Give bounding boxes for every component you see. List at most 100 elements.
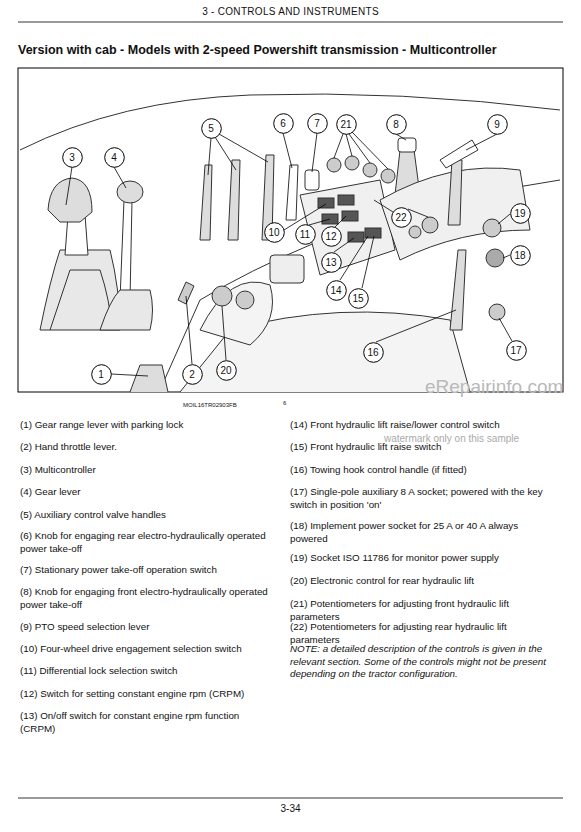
callout-ring — [264, 222, 284, 242]
legend-item: (13) On/off switch for constant engine r… — [20, 710, 272, 735]
callout-ring — [506, 340, 526, 360]
legend-item: (9) PTO speed selection lever — [20, 621, 272, 634]
callout-circle: 22 — [391, 207, 412, 228]
callout-number: 6 — [273, 113, 294, 134]
callout-number: 16 — [363, 342, 384, 363]
legend-item: (11) Differential lock selection switch — [20, 665, 272, 678]
callout-number: 15 — [348, 288, 369, 309]
section-heading: Version with cab - Models with 2-speed P… — [18, 43, 568, 57]
callout-ring — [104, 147, 124, 167]
leader-lines — [66, 132, 512, 376]
legend-item: (14) Front hydraulic lift raise/lower co… — [290, 419, 558, 432]
callout-number: 18 — [510, 245, 531, 266]
callout-number: 22 — [391, 207, 412, 228]
callout-circle: 19 — [510, 203, 531, 224]
legend-item: (19) Socket ISO 11786 for monitor power … — [290, 552, 558, 565]
callout-ring — [363, 342, 383, 362]
callout-number: 12 — [321, 226, 342, 247]
page-number: 3-34 — [0, 803, 581, 816]
callout-circle: 13 — [321, 252, 342, 273]
callout-circle: 2 — [182, 364, 203, 385]
page-header: 3 - CONTROLS AND INSTRUMENTS — [0, 6, 581, 19]
callout-circle: 10 — [264, 222, 285, 243]
callout-ring — [91, 364, 111, 384]
callout-number: 5 — [201, 118, 222, 139]
callout-circle: 5 — [201, 118, 222, 139]
callout-circle: 9 — [487, 114, 508, 135]
callout-number: 8 — [386, 114, 407, 135]
legend-item: (5) Auxiliary control valve handles — [20, 509, 272, 522]
callout-circle: 7 — [307, 113, 328, 134]
figure-number: 6 — [283, 397, 303, 410]
legend-item: (4) Gear lever — [20, 486, 272, 499]
callout-ring — [273, 113, 293, 133]
callout-ring — [386, 114, 406, 134]
callout-ring — [326, 280, 346, 300]
watermark-note: watermark only on this sample — [384, 433, 564, 446]
callout-circle: 1 — [91, 364, 112, 385]
legend-item: (12) Switch for setting constant engine … — [20, 688, 272, 701]
callout-circle: 21 — [336, 114, 357, 135]
callout-number: 21 — [336, 114, 357, 135]
callout-ring — [391, 207, 411, 227]
callout-ring — [510, 203, 530, 223]
callout-ring — [307, 113, 327, 133]
callout-circle: 18 — [510, 245, 531, 266]
callout-circle: 15 — [348, 288, 369, 309]
callout-ring — [201, 118, 221, 138]
legend-item: (22) Potentiometers for adjusting rear h… — [290, 621, 558, 646]
callout-ring — [295, 224, 315, 244]
footer-rule — [18, 798, 563, 799]
callout-number: 13 — [321, 252, 342, 273]
figure-frame — [18, 68, 563, 392]
callout-number: 19 — [510, 203, 531, 224]
legend-item: (20) Electronic control for rear hydraul… — [290, 575, 558, 588]
legend-item: (7) Stationary power take-off operation … — [20, 564, 272, 577]
legend-item: (8) Knob for engaging front electro-hydr… — [20, 586, 272, 611]
legend-item: (3) Multicontroller — [20, 464, 272, 477]
callout-circle: 12 — [321, 226, 342, 247]
callout-number: 17 — [506, 340, 527, 361]
callout-number: 2 — [182, 364, 203, 385]
callout-number: 14 — [326, 280, 347, 301]
callout-ring — [487, 114, 507, 134]
legend-item: (18) Implement power socket for 25 A or … — [290, 520, 558, 545]
callout-number: 1 — [91, 364, 112, 385]
callout-circle: 17 — [506, 340, 527, 361]
callout-number: 4 — [104, 147, 125, 168]
legend-item: (1) Gear range lever with parking lock — [20, 419, 272, 432]
callout-ring — [182, 364, 202, 384]
callout-number: 20 — [216, 360, 237, 381]
header-rule — [18, 22, 563, 23]
callout-ring — [336, 114, 356, 134]
watermark: eRepairinfo.com — [425, 381, 575, 394]
callout-ring — [62, 147, 82, 167]
callout-number: 11 — [295, 224, 316, 245]
callout-circle: 16 — [363, 342, 384, 363]
cab-drawing — [20, 94, 560, 392]
legend-item: (6) Knob for engaging rear electro-hydra… — [20, 530, 272, 555]
callout-ring — [321, 252, 341, 272]
callout-circle: 14 — [326, 280, 347, 301]
callout-circle: 6 — [273, 113, 294, 134]
callout-number: 3 — [62, 147, 83, 168]
note-text: NOTE: a detailed description of the cont… — [290, 643, 558, 681]
callout-ring — [510, 245, 530, 265]
legend-item: (17) Single-pole auxiliary 8 A socket; p… — [290, 486, 558, 511]
callout-circle: 20 — [216, 360, 237, 381]
callout-circle: 8 — [386, 114, 407, 135]
callout-circle: 4 — [104, 147, 125, 168]
legend-item: (16) Towing hook control handle (if fitt… — [290, 464, 558, 477]
callout-number: 7 — [307, 113, 328, 134]
callout-number: 10 — [264, 222, 285, 243]
legend-item: (21) Potentiometers for adjusting front … — [290, 598, 558, 623]
legend-item: (2) Hand throttle lever. — [20, 441, 272, 454]
callout-ring — [348, 288, 368, 308]
callout-number: 9 — [487, 114, 508, 135]
callout-circle: 11 — [295, 224, 316, 245]
figure-code: MOIL16TR02903FB — [183, 399, 263, 412]
legend-item: (10) Four-wheel drive engagement selecti… — [20, 643, 272, 656]
callout-circle: 3 — [62, 147, 83, 168]
callout-ring — [321, 226, 341, 246]
callout-ring — [216, 360, 236, 380]
